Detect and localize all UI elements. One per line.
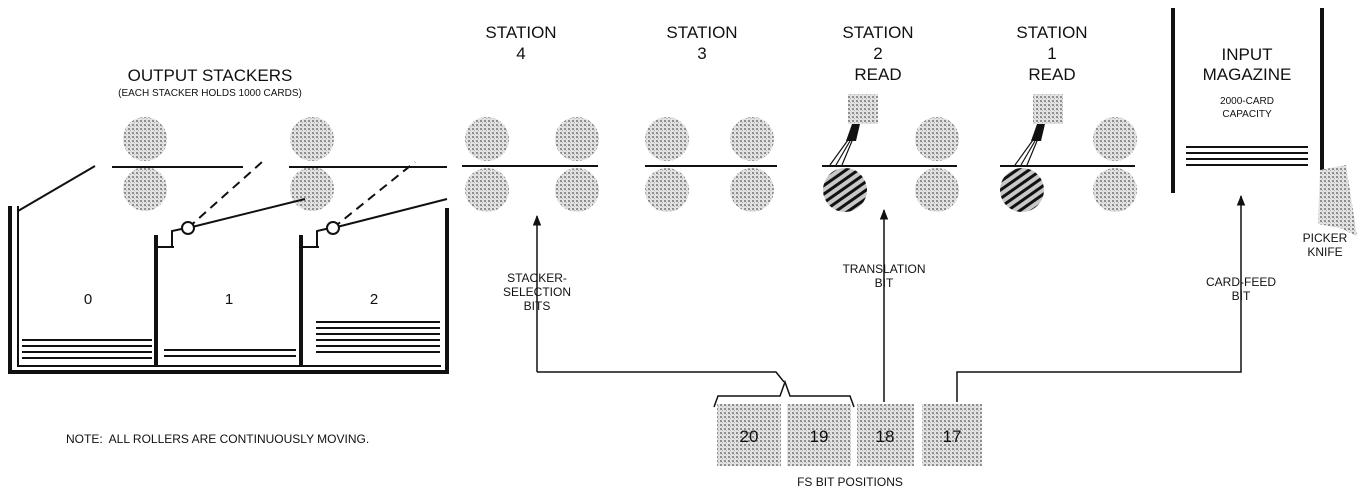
fs-bit-18: 18 [876,427,895,446]
station-1-line3: READ [1028,65,1075,84]
read-brush-icon [846,124,860,141]
read-head-icon [848,94,878,124]
station-4: STATION 4 [462,23,599,212]
contact-roller-icon [1000,168,1044,212]
station-2-line3: READ [854,65,901,84]
pivot-icon [326,221,340,235]
picker-knife-line2: KNIFE [1307,245,1342,259]
deflector-gate-1 [156,161,306,248]
bin0-deflector [17,165,96,212]
read-brush-wires [1014,139,1038,166]
input-magazine: INPUT MAGAZINE 2000-CARD CAPACITY PICKER… [1171,8,1357,259]
roller-icon [730,168,774,212]
magazine-cards [1186,146,1308,166]
stacker-selection-line3: BITS [524,299,551,313]
output-stackers: OUTPUT STACKERS (EACH STACKER HOLDS 1000… [8,66,449,374]
roller-icon [123,167,167,211]
bin2-cards [316,321,440,353]
bin0-cards [22,339,152,359]
roller-icon [730,117,774,161]
station-2-line1: STATION [842,23,913,42]
station-4-line1: STATION [485,23,556,42]
fs-bit-positions: 20 19 18 17 FS BIT POSITIONS [717,404,982,489]
rollers-note: NOTE: ALL ROLLERS ARE CONTINUOUSLY MOVIN… [66,432,369,446]
read-brush-icon [1031,124,1045,141]
fs-bit-box [717,404,781,466]
stacker-frame-inner [17,206,441,367]
input-magazine-line2: MAGAZINE [1203,65,1292,84]
fs-bit-positions-caption: FS BIT POSITIONS [797,475,903,489]
translation-signal: TRANSLATION BIT [842,208,926,402]
roller-icon [645,168,689,212]
contact-roller-icon [823,168,867,212]
fs-bit-17: 17 [943,427,962,446]
bin-label-1: 1 [225,291,233,308]
station-3-line1: STATION [666,23,737,42]
station-2: STATION 2 READ [822,23,959,212]
fs-bit-19: 19 [810,427,829,446]
bin-label-2: 2 [370,291,378,308]
roller-icon [1093,117,1137,161]
read-brush-wires [829,139,853,166]
bin-label-0: 0 [84,291,92,308]
bit-brace [713,379,855,408]
station-3-line2: 3 [697,44,706,63]
roller-icon [465,168,509,212]
input-magazine-line1: INPUT [1222,45,1273,64]
bin1-cards [164,349,296,357]
pivot-icon [181,221,195,235]
roller-icon [915,117,959,161]
fs-bit-box [787,404,851,466]
picker-knife-icon [1318,165,1357,236]
station-1-line2: 1 [1047,44,1056,63]
translation-line1: TRANSLATION [842,262,925,276]
station-3: STATION 3 [645,23,777,212]
stacker-frame [8,206,449,374]
stacker-selection-line1: STACKER- [507,271,567,285]
fs-bit-box [922,404,982,466]
station-2-line2: 2 [873,44,882,63]
station-1-line1: STATION [1016,23,1087,42]
stacker-selection-signal: STACKER- SELECTION BITS [503,214,785,383]
roller-icon [1093,168,1137,212]
fs-bit-20: 20 [740,427,759,446]
output-stackers-subtitle: (EACH STACKER HOLDS 1000 CARDS) [118,88,302,99]
deflector-gate-2 [301,161,448,248]
card-feed-line2: BIT [1232,289,1251,303]
picker-knife-line1: PICKER [1303,231,1348,245]
roller-icon [915,168,959,212]
stacker-selection-line2: SELECTION [503,285,571,299]
station-4-line2: 4 [516,44,525,63]
roller-icon [555,117,599,161]
station-1: STATION 1 READ [1000,23,1137,212]
card-feed-line1: CARD-FEED [1206,275,1276,289]
roller-icon [290,167,334,211]
roller-icon [290,117,334,161]
card-feed-signal: CARD-FEED BIT [956,194,1276,402]
capacity-line1: 2000-CARD [1220,96,1274,107]
roller-icon [123,117,167,161]
translation-line2: BIT [875,276,894,290]
roller-icon [645,117,689,161]
fs-bit-box [857,404,914,466]
roller-icon [555,168,599,212]
read-head-icon [1033,94,1063,124]
capacity-line2: CAPACITY [1222,109,1272,120]
roller-icon [465,117,509,161]
output-stackers-title: OUTPUT STACKERS [128,66,293,85]
